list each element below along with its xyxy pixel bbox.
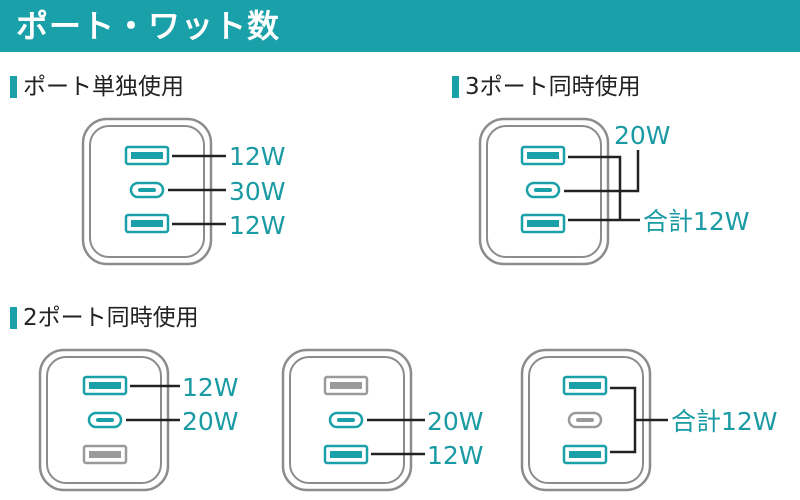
leader-line — [568, 155, 622, 220]
usb-a-port-top — [520, 145, 566, 166]
charger-three: 20W 合計12W — [478, 117, 750, 266]
usb-c-port-inactive — [567, 411, 603, 429]
usb-a-port-bottom — [520, 213, 566, 234]
charger-two-c: 合計12W — [520, 348, 778, 492]
charger-two-a: 12W 20W — [38, 348, 239, 492]
usb-a-port-top — [124, 145, 170, 166]
usb-c-port — [525, 181, 561, 199]
charger-two-b: 20W 12W — [281, 348, 484, 492]
usb-a-port-inactive — [323, 375, 369, 396]
page-title: ポート・ワット数 — [16, 7, 281, 45]
usb-c-port — [87, 411, 123, 429]
section-marker — [452, 76, 459, 98]
usb-a-port-top — [82, 375, 128, 396]
section-title-single: ポート単独使用 — [23, 74, 184, 100]
watt-label: 12W — [229, 211, 286, 240]
section-marker — [10, 76, 17, 98]
usb-c-port — [129, 181, 165, 199]
section-title-three: 3ポート同時使用 — [465, 74, 641, 100]
usb-a-port-top — [562, 375, 608, 396]
charger-single: 12W 30W 12W — [81, 117, 286, 266]
watt-label: 20W — [614, 121, 671, 150]
watt-label: 12W — [427, 441, 484, 470]
watt-label: 20W — [182, 407, 239, 436]
header-banner: ポート・ワット数 — [0, 0, 800, 52]
watt-label: 20W — [427, 407, 484, 436]
usb-a-port-inactive — [82, 444, 128, 465]
watt-label: 12W — [229, 142, 286, 171]
watt-total-label: 合計12W — [671, 407, 778, 436]
watt-label: 12W — [182, 373, 239, 402]
usb-a-port-bottom — [124, 213, 170, 234]
section-marker — [10, 307, 17, 329]
usb-c-port — [328, 411, 364, 429]
watt-label: 30W — [229, 177, 286, 206]
leader-line — [564, 150, 640, 193]
watt-total-label: 合計12W — [643, 207, 750, 236]
section-title-two: 2ポート同時使用 — [23, 305, 199, 331]
usb-a-port-bottom — [323, 444, 369, 465]
usb-a-port-bottom — [562, 444, 608, 465]
